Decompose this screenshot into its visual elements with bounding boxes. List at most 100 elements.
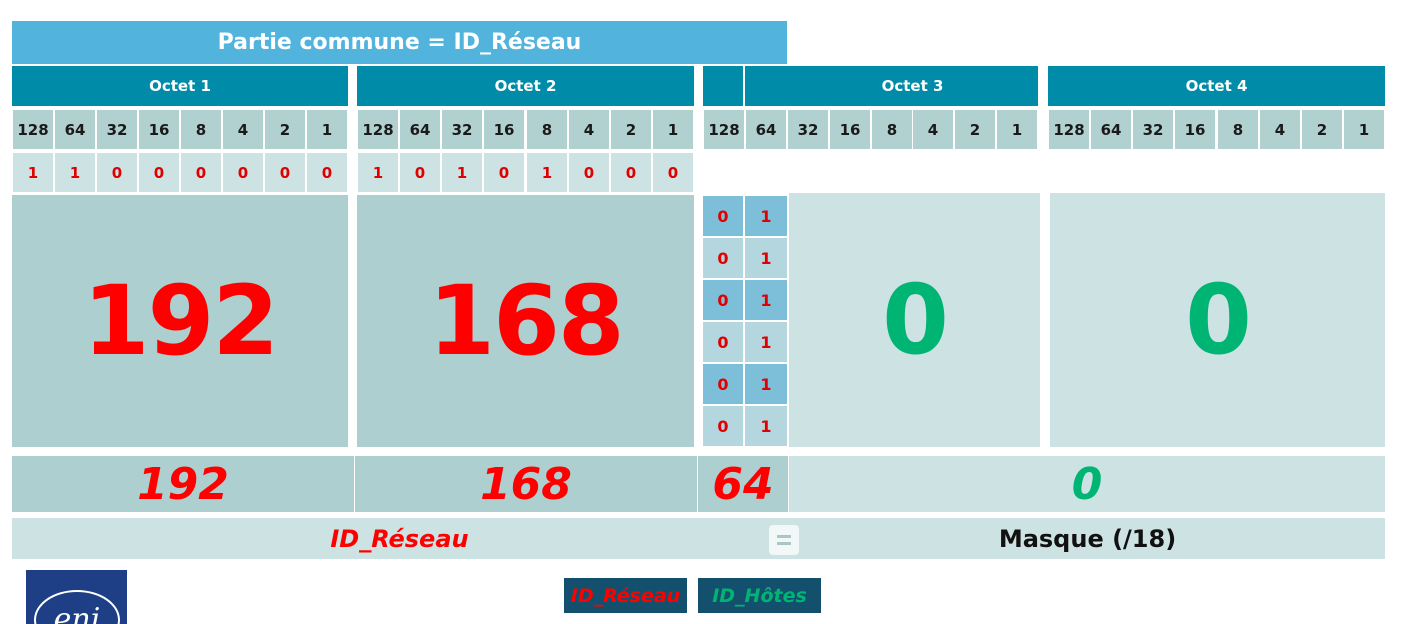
octet-3-header: Octet 3 bbox=[787, 66, 1038, 106]
decimal-octet-2: 168 bbox=[480, 458, 572, 510]
bit-cell-o2-2: 1 bbox=[442, 153, 482, 192]
bit-cell-o2-5: 0 bbox=[569, 153, 609, 192]
weight-cell-o4-0: 128 bbox=[1049, 110, 1089, 149]
decimal-host-cell: 0 bbox=[789, 456, 1385, 512]
decimal-octet-3-network: 64 bbox=[712, 458, 774, 510]
weight-cell-o2-3-text: 16 bbox=[493, 120, 515, 139]
octet-3-value: 0 bbox=[882, 264, 949, 376]
bit-cell-o2-1: 0 bbox=[400, 153, 440, 192]
weight-cell-o1-5-text: 4 bbox=[237, 120, 249, 139]
weight-cell-o2-3: 16 bbox=[484, 110, 524, 149]
bit-cell-o1-3: 0 bbox=[139, 153, 179, 192]
weight-cell-o4-1-text: 64 bbox=[1100, 120, 1122, 139]
bit-cell-o1-7: 0 bbox=[307, 153, 347, 192]
weight-cell-o3-1: 64 bbox=[746, 110, 786, 149]
weight-cell-o2-6-text: 2 bbox=[625, 120, 637, 139]
weight-cell-o3-1-text: 64 bbox=[755, 120, 777, 139]
octet-1-label: Octet 1 bbox=[149, 77, 211, 95]
weight-cell-o1-2: 32 bbox=[97, 110, 137, 149]
weight-cell-o4-3: 16 bbox=[1175, 110, 1215, 149]
weight-cell-o3-4: 8 bbox=[872, 110, 912, 149]
weight-cell-o1-6: 2 bbox=[265, 110, 305, 149]
weight-cell-o1-7-text: 1 bbox=[321, 120, 333, 139]
octet-4-value: 0 bbox=[1185, 264, 1252, 376]
bit-cell-o2-2-text: 1 bbox=[456, 163, 468, 182]
bit-cell-o2-1-text: 0 bbox=[414, 163, 426, 182]
bit-cell-o1-4: 0 bbox=[181, 153, 221, 192]
bit-cell-o1-6: 0 bbox=[265, 153, 305, 192]
weight-cell-o4-6-text: 2 bbox=[1316, 120, 1328, 139]
subnet-bit-128-r1-text: 0 bbox=[717, 248, 729, 268]
octet-2-value-cell: 168 bbox=[357, 195, 694, 447]
bit-cell-o2-0-text: 1 bbox=[372, 163, 384, 182]
eni-logo-text: eni bbox=[34, 590, 120, 624]
bit-cell-o1-5: 0 bbox=[223, 153, 263, 192]
weight-cell-o3-7-text: 1 bbox=[1011, 120, 1023, 139]
weight-cell-o3-7: 1 bbox=[997, 110, 1037, 149]
weight-cell-o3-6-text: 2 bbox=[969, 120, 981, 139]
weight-cell-o1-2-text: 32 bbox=[106, 120, 128, 139]
bottom-bar bbox=[12, 518, 1385, 559]
weight-cell-o3-0: 128 bbox=[704, 110, 744, 149]
weight-cell-o4-5: 4 bbox=[1260, 110, 1300, 149]
equals-icon bbox=[769, 525, 799, 555]
bit-cell-o2-3-text: 0 bbox=[498, 163, 510, 182]
bit-cell-o1-0: 1 bbox=[13, 153, 53, 192]
bit-cell-o2-3: 0 bbox=[484, 153, 524, 192]
masque-label: Masque (/18) bbox=[998, 524, 1177, 553]
weight-cell-o2-1: 64 bbox=[400, 110, 440, 149]
weight-cell-o1-1-text: 64 bbox=[64, 120, 86, 139]
octet-3-label: Octet 3 bbox=[881, 77, 944, 95]
bit-cell-o2-6: 0 bbox=[611, 153, 651, 192]
weight-cell-o2-7: 1 bbox=[653, 110, 693, 149]
subnet-bit-64-r1: 1 bbox=[745, 238, 787, 278]
octet-4-label: Octet 4 bbox=[1185, 77, 1248, 95]
bit-cell-o2-6-text: 0 bbox=[625, 163, 637, 182]
weight-cell-o3-3-text: 16 bbox=[839, 120, 861, 139]
weight-cell-o4-2-text: 32 bbox=[1142, 120, 1164, 139]
weight-cell-o1-3: 16 bbox=[139, 110, 179, 149]
weight-cell-o4-4: 8 bbox=[1218, 110, 1258, 149]
subnet-bit-128-r4-text: 0 bbox=[717, 374, 729, 394]
weight-cell-o2-2: 32 bbox=[442, 110, 482, 149]
weight-cell-o2-6: 2 bbox=[611, 110, 651, 149]
octet-2-label: Octet 2 bbox=[494, 77, 557, 95]
weight-cell-o1-0: 128 bbox=[13, 110, 53, 149]
weight-cell-o4-0-text: 128 bbox=[1053, 120, 1085, 139]
weight-cell-o4-2: 32 bbox=[1133, 110, 1173, 149]
bit-cell-o1-6-text: 0 bbox=[279, 163, 291, 182]
weight-cell-o2-4-text: 8 bbox=[541, 120, 553, 139]
weight-cell-o1-1: 64 bbox=[55, 110, 95, 149]
bit-cell-o1-2-text: 0 bbox=[111, 163, 123, 182]
id-reseau-label-cell: ID_Réseau bbox=[12, 518, 787, 559]
bit-cell-o2-7-text: 0 bbox=[667, 163, 679, 182]
octet-2-header: Octet 2 bbox=[357, 66, 694, 106]
weight-cell-o2-0-text: 128 bbox=[362, 120, 394, 139]
legend-hosts-badge: ID_Hôtes bbox=[698, 578, 821, 613]
weight-cell-o4-7-text: 1 bbox=[1358, 120, 1370, 139]
subnet-bit-64-r5: 1 bbox=[745, 406, 787, 446]
weight-cell-o3-4-text: 8 bbox=[886, 120, 898, 139]
octet-2-value: 168 bbox=[428, 265, 624, 377]
subnet-bit-128-r5-text: 0 bbox=[717, 416, 729, 436]
octet-4-header: Octet 4 bbox=[1048, 66, 1385, 106]
weight-cell-o4-5-text: 4 bbox=[1274, 120, 1286, 139]
legend-hosts-label: ID_Hôtes bbox=[712, 584, 807, 607]
decimal-octet-1: 192 bbox=[137, 458, 229, 510]
bit-cell-o1-4-text: 0 bbox=[195, 163, 207, 182]
decimal-octet-1-cell: 192 bbox=[12, 456, 354, 512]
octet-3-value-cell: 0 bbox=[789, 193, 1040, 447]
bit-cell-o2-5-text: 0 bbox=[583, 163, 595, 182]
bit-cell-o1-0-text: 1 bbox=[27, 163, 39, 182]
subnet-bit-64-r3: 1 bbox=[745, 322, 787, 362]
subnet-bit-128-r2-text: 0 bbox=[717, 290, 729, 310]
octet-1-value-cell: 192 bbox=[12, 195, 348, 447]
legend-network-badge: ID_Réseau bbox=[564, 578, 687, 613]
subnet-bit-64-r4: 1 bbox=[745, 364, 787, 404]
shared-part-banner: Partie commune = ID_Réseau bbox=[12, 21, 787, 64]
weight-cell-o4-4-text: 8 bbox=[1232, 120, 1244, 139]
decimal-octet-3-network-cell: 64 bbox=[698, 456, 788, 512]
weight-cell-o3-5: 4 bbox=[913, 110, 953, 149]
weight-cell-o3-0-text: 128 bbox=[708, 120, 740, 139]
weight-cell-o3-5-text: 4 bbox=[927, 120, 939, 139]
